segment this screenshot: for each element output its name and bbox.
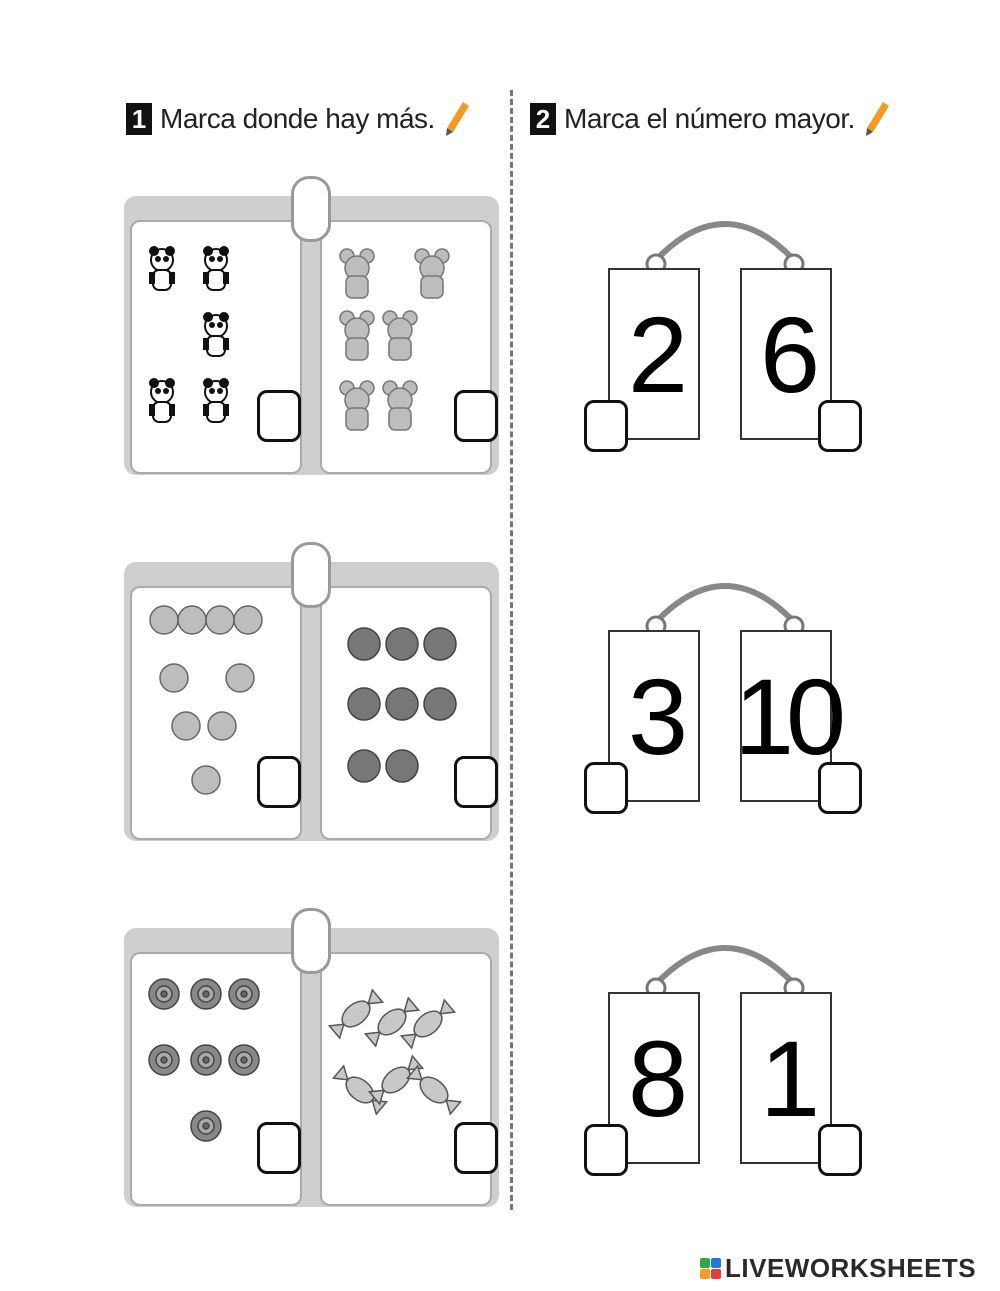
panda-icon <box>149 378 175 423</box>
apple-icon-group <box>347 627 457 783</box>
koala-icon <box>382 310 418 361</box>
apple-icon <box>385 749 419 783</box>
book-2-pictures <box>149 605 457 795</box>
orange-icon <box>233 605 263 635</box>
binder-ring <box>291 542 331 608</box>
answer-checkbox-5-left[interactable] <box>584 762 628 814</box>
answer-checkbox-6-left[interactable] <box>584 1124 628 1176</box>
orange-icon <box>225 663 255 693</box>
orange-icon <box>191 765 221 795</box>
candy-icon <box>405 1064 463 1116</box>
snail-icon <box>148 978 180 1010</box>
koala-icon <box>339 380 375 431</box>
apple-icon <box>385 627 419 661</box>
snail-icon <box>190 1110 222 1142</box>
number-pair-1: 2 6 <box>580 200 880 500</box>
answer-checkbox-4-left[interactable] <box>584 400 628 452</box>
panda-icon <box>203 312 229 357</box>
apple-icon <box>347 687 381 721</box>
book-2 <box>124 542 499 841</box>
answer-checkbox-4-right[interactable] <box>818 400 862 452</box>
snail-icon <box>228 1044 260 1076</box>
answer-checkbox-5-right[interactable] <box>818 762 862 814</box>
book-1-pictures <box>149 246 450 431</box>
snail-icon <box>228 978 260 1010</box>
candy-icon <box>399 998 457 1050</box>
koala-icon <box>339 248 375 299</box>
section-2-header: 2 Marca el número mayor. <box>530 100 891 138</box>
pencil-icon <box>445 102 469 136</box>
answer-checkbox-3-left[interactable] <box>257 1122 301 1174</box>
number-card-right: 10 <box>734 630 846 802</box>
koala-icon <box>414 248 450 299</box>
apple-icon <box>423 687 457 721</box>
answer-checkbox-2-left[interactable] <box>257 756 301 808</box>
logo-blocks-icon <box>700 1258 721 1279</box>
binder-ring <box>291 908 331 974</box>
apple-icon <box>385 687 419 721</box>
section-1-header: 1 Marca donde hay más. <box>126 100 471 138</box>
candy-icon <box>367 1054 425 1106</box>
koala-icon-group <box>339 248 450 431</box>
number-card-right: 6 <box>740 268 832 440</box>
number-pair-3: 8 1 <box>580 924 880 1224</box>
liveworksheets-logo: LIVEWORKSHEETS <box>700 1253 976 1284</box>
apple-icon <box>347 627 381 661</box>
snail-icon <box>190 978 222 1010</box>
apple-icon <box>347 749 381 783</box>
section-2-number: 2 <box>530 103 556 135</box>
candy-icon <box>331 1064 389 1116</box>
answer-checkbox-2-right[interactable] <box>454 756 498 808</box>
book-1 <box>124 176 499 475</box>
panda-icon-group <box>149 246 229 423</box>
section-1-number: 1 <box>126 103 152 135</box>
panda-icon <box>149 246 175 291</box>
candy-icon <box>363 996 421 1048</box>
number-card-right: 1 <box>740 992 832 1164</box>
apple-icon <box>423 627 457 661</box>
panda-icon <box>203 246 229 291</box>
answer-checkbox-1-left[interactable] <box>257 390 301 442</box>
book-3 <box>124 908 499 1207</box>
orange-icon <box>177 605 207 635</box>
answer-checkbox-1-right[interactable] <box>454 390 498 442</box>
answer-checkbox-3-right[interactable] <box>454 1122 498 1174</box>
section-2-instruction: Marca el número mayor. <box>564 103 855 134</box>
snail-icon <box>190 1044 222 1076</box>
answer-checkbox-6-right[interactable] <box>818 1124 862 1176</box>
book-3-pictures <box>148 978 463 1142</box>
orange-icon <box>149 605 179 635</box>
binder-ring <box>291 176 331 242</box>
orange-icon <box>159 663 189 693</box>
panda-icon <box>203 378 229 423</box>
pencil-icon <box>865 102 889 136</box>
orange-icon <box>207 711 237 741</box>
orange-icon-group <box>149 605 263 795</box>
orange-icon <box>205 605 235 635</box>
section-1-instruction: Marca donde hay más. <box>160 103 435 134</box>
snail-icon-group <box>148 978 260 1142</box>
orange-icon <box>171 711 201 741</box>
koala-icon <box>382 380 418 431</box>
candy-icon <box>327 988 385 1040</box>
dashed-divider <box>510 90 513 1210</box>
number-pair-2: 3 10 <box>580 562 880 862</box>
snail-icon <box>148 1044 180 1076</box>
candy-icon-group <box>327 988 463 1116</box>
koala-icon <box>339 310 375 361</box>
brand-name: LIVEWORKSHEETS <box>725 1253 977 1283</box>
